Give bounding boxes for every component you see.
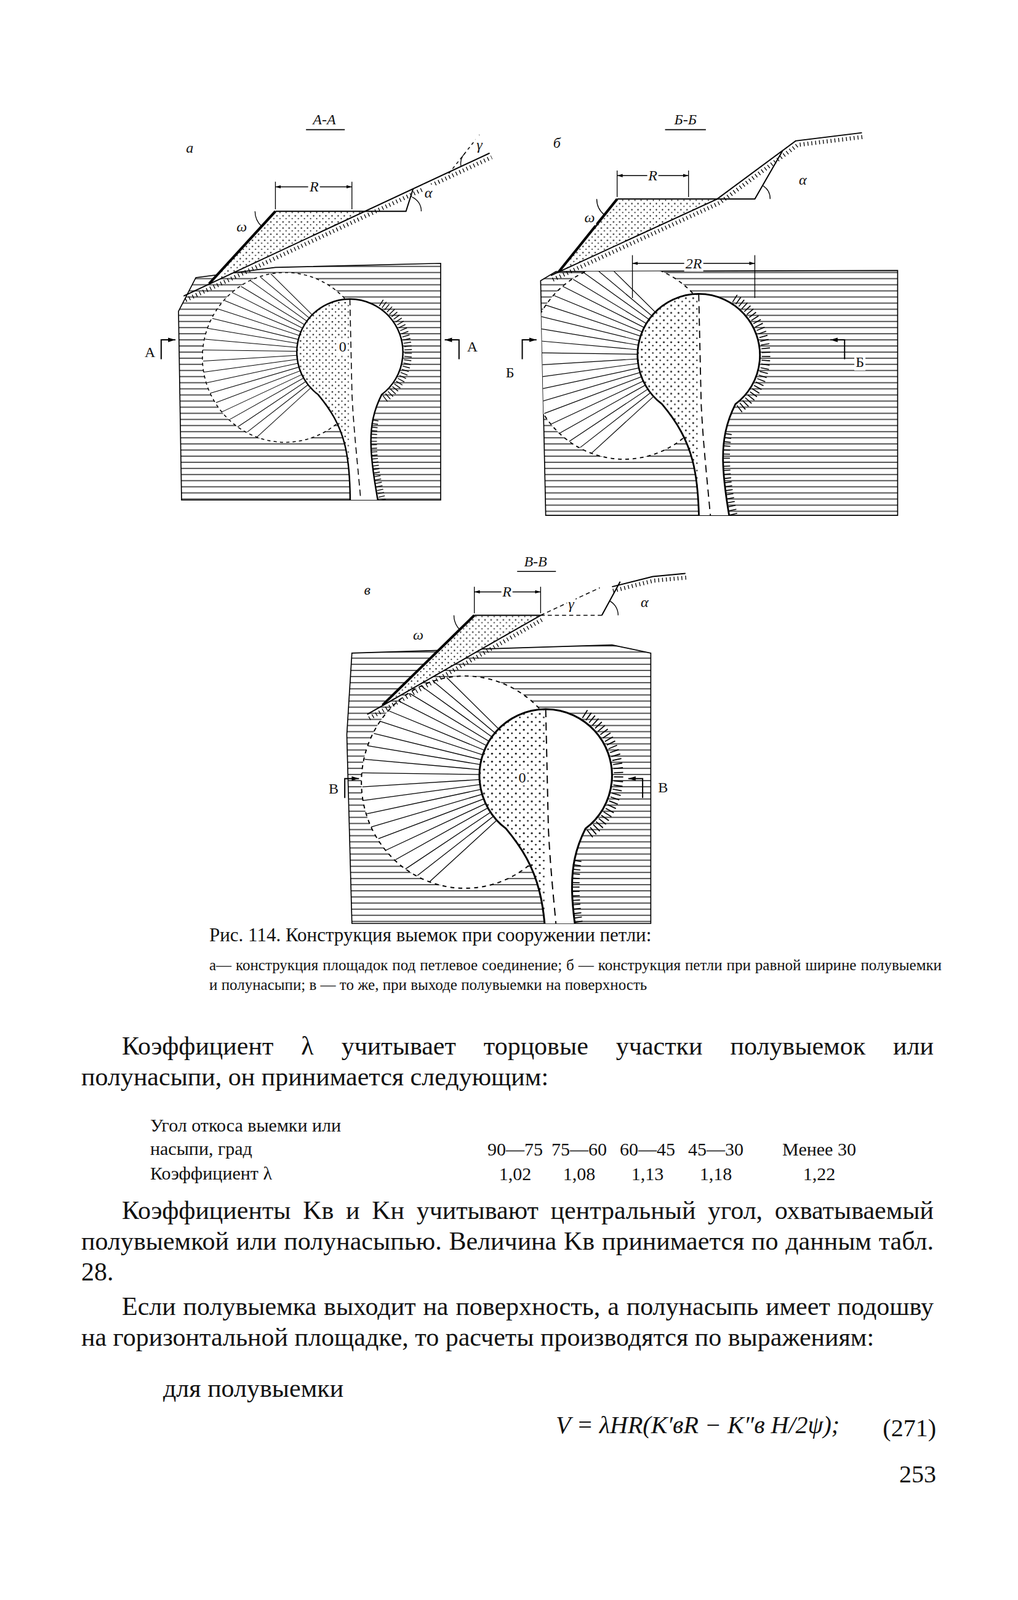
section-title: Б-Б — [673, 111, 698, 128]
extension-line — [616, 170, 618, 197]
section-title: В-В — [522, 552, 548, 569]
section-mark: В — [656, 779, 670, 796]
figure-caption: Рис. 114. Конструкция выемок при сооруже… — [209, 923, 979, 947]
dashed-line — [540, 614, 602, 616]
extension-line — [540, 586, 542, 614]
figure-label: 0 — [337, 338, 348, 355]
title-underline — [305, 129, 345, 131]
ground-hatch — [369, 619, 543, 719]
loop-plan — [528, 263, 767, 551]
figure-label: а — [184, 139, 195, 156]
table-cell: 1,13 — [630, 1163, 666, 1184]
platform-line — [275, 188, 413, 212]
table-cell: 1,22 — [801, 1163, 838, 1184]
section-arrow — [628, 778, 643, 798]
figure-label: ω — [411, 626, 425, 643]
title-underline — [665, 129, 706, 131]
angle-arc — [412, 196, 422, 212]
figure-b — [522, 129, 898, 551]
section-arrow — [344, 778, 359, 798]
figure-label: α — [797, 171, 809, 188]
ground-line — [550, 132, 862, 276]
figure-label: в — [362, 581, 372, 598]
section-mark: Б — [504, 364, 516, 381]
section-arrow — [830, 339, 845, 359]
platform-line — [474, 614, 542, 617]
section-arrow — [161, 339, 176, 359]
figure-label: ω — [235, 218, 249, 235]
section-mark: А — [143, 344, 157, 361]
extension-line — [632, 254, 633, 298]
angle-arc — [609, 600, 618, 615]
extension-line — [688, 170, 689, 197]
table-cell: 90—75 — [486, 1138, 545, 1159]
ground-hatch — [552, 136, 864, 280]
section-mark: Б — [854, 353, 866, 370]
table-cell: 1,02 — [497, 1163, 534, 1184]
body-text: Если полувыемка выходит на поверхность, … — [81, 1290, 934, 1353]
formula: V = λHR(K′вR − K″в H/2ψ); — [555, 1409, 876, 1441]
figure-label: R — [500, 583, 513, 600]
extension-line — [351, 181, 353, 210]
table-cell: 1,08 — [561, 1163, 598, 1184]
body-text: для полувыемки — [163, 1372, 594, 1404]
angle-arc — [454, 615, 460, 630]
figure-label: α — [423, 184, 434, 201]
ground-hatch — [613, 577, 687, 591]
angle-arc — [254, 211, 262, 226]
figure-label: 0 — [517, 769, 528, 786]
section-arrow — [444, 339, 460, 359]
figure-label: γ — [475, 136, 484, 153]
caption-text: а— конструкция площадок под петлевое сое… — [209, 955, 942, 995]
figure-label: б — [552, 134, 562, 151]
slope-line — [558, 198, 617, 272]
section-mark: А — [465, 338, 479, 355]
figure-label: α — [639, 593, 650, 610]
table-cell: Менее 30 — [781, 1138, 858, 1159]
figure-label: R — [308, 178, 321, 195]
figure-a — [161, 129, 492, 522]
extension-line — [473, 586, 475, 614]
extension-line — [754, 254, 756, 298]
extension-line — [275, 181, 276, 210]
platform-line — [617, 150, 783, 199]
loop-plan — [202, 272, 409, 522]
table-cell: 1,18 — [698, 1163, 734, 1184]
title-underline — [517, 570, 556, 572]
cut-slope — [601, 581, 621, 616]
angle-arc — [763, 185, 771, 200]
body-text: Коэффициенты Kв и Kн учитывают центральн… — [81, 1194, 934, 1287]
ground-line — [183, 153, 490, 297]
figure-label: γ — [566, 595, 575, 612]
slope-line — [382, 615, 474, 706]
page-number: 253 — [899, 1460, 937, 1488]
angle-arc — [460, 153, 466, 167]
ground-hatch — [185, 156, 492, 300]
table-cell: Угол откоса выемки или насыпи, град — [150, 1113, 397, 1161]
figure-label: ω — [582, 209, 596, 226]
figure-label: 2R — [684, 254, 704, 271]
table-cell: 45—30 — [686, 1138, 745, 1159]
table-cell: 75—60 — [550, 1138, 609, 1159]
ground-line — [367, 615, 542, 715]
section-title: А-А — [311, 111, 337, 128]
section-mark: В — [327, 780, 340, 797]
section-arrow — [522, 339, 537, 359]
table-cell: 60—45 — [618, 1138, 677, 1159]
table-cell: Коэффициент λ — [150, 1161, 397, 1185]
angle-arc — [597, 198, 606, 215]
body-text: Коэффициент λ учитывает торцовые участки… — [81, 1030, 934, 1092]
figure-label: R — [646, 167, 659, 184]
dashed-line — [540, 587, 600, 616]
equation-number: (271) — [882, 1414, 937, 1442]
